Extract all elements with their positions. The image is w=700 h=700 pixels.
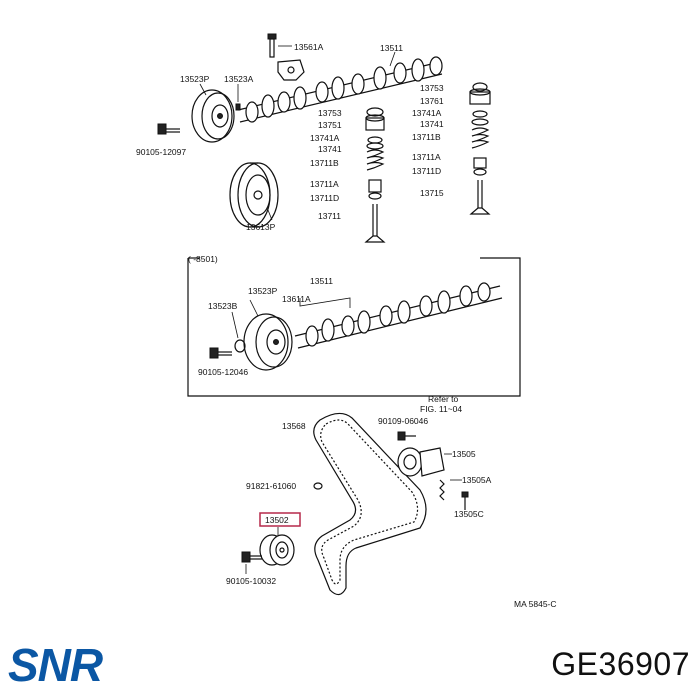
bolt-90105-12097 — [157, 123, 180, 135]
label-13711b-right: 13711B — [412, 132, 441, 142]
valve-stack-left — [364, 107, 386, 243]
label-13711-left: 13711 — [318, 211, 341, 221]
label-90109-06046: 90109-06046 — [378, 416, 428, 426]
label-13511-mid: 13511 — [310, 276, 333, 286]
label-13741-left: 13741 — [318, 144, 342, 154]
label-13613p: 13613P — [246, 222, 276, 232]
label-13711d-right: 13711D — [412, 166, 441, 176]
label-refer-to-1: Refer to — [428, 394, 459, 404]
label-13741-right: 13741 — [420, 119, 444, 129]
bolt-13561a — [267, 33, 292, 58]
bolt-90105-10032 — [241, 551, 262, 574]
label-refer-to-2: FIG. 11~04 — [420, 404, 462, 414]
label-13711d-left: 13711D — [310, 193, 339, 203]
pulley-13613p — [229, 162, 279, 228]
label-13715: 13715 — [420, 188, 444, 198]
camshaft-top — [237, 51, 443, 123]
sprocket-top — [191, 83, 241, 143]
label-13751-left: 13751 — [318, 120, 342, 130]
sprocket-middle — [243, 299, 293, 371]
tensioner-13505 — [397, 447, 452, 477]
valve-stack-right — [469, 82, 491, 215]
label-13753-left: 13753 — [318, 108, 342, 118]
label-13741a-right: 13741A — [412, 108, 442, 118]
washer-13523b — [231, 311, 246, 353]
label-13568: 13568 — [282, 421, 306, 431]
snr-logo: SNR — [8, 639, 104, 691]
spring-13505a — [439, 479, 462, 501]
label-13561a: 13561A — [294, 42, 324, 52]
label-13711b-left: 13711B — [310, 158, 339, 168]
variant-box — [187, 257, 521, 397]
label-13505a: 13505A — [462, 475, 492, 485]
ring-91821-61060 — [313, 482, 323, 490]
highlight-box-13502 — [259, 512, 301, 527]
part-number: GE36907 — [551, 646, 690, 682]
label-13711a-left: 13711A — [310, 179, 339, 189]
label-13611a: 13611A — [282, 294, 311, 304]
label-13753-right: 13753 — [420, 83, 444, 93]
label-13511-top: 13511 — [380, 43, 403, 53]
label-13505: 13505 — [452, 449, 476, 459]
label-13523a: 13523A — [224, 74, 254, 84]
bearing-cap — [277, 59, 305, 81]
label-13741a-left: 13741A — [310, 133, 340, 143]
label-90105-10032: 90105-10032 — [226, 576, 276, 586]
label-13505c: 13505C — [454, 509, 484, 519]
snr-logo-text: SNR — [8, 639, 103, 691]
label-91821-61060: 91821-61060 — [246, 481, 296, 491]
label-13523p-top: 13523P — [180, 74, 210, 84]
label-diagram-code: MA 5845-C — [514, 599, 557, 609]
label-13761: 13761 — [420, 96, 444, 106]
idler-pulley-13502 — [259, 534, 295, 566]
stud-13505c — [461, 491, 469, 510]
label-13523p-mid: 13523P — [248, 286, 278, 296]
bolt-90105-12046 — [209, 347, 232, 359]
label-90105-12046: 90105-12046 — [198, 367, 248, 377]
label-range: ( -8501) — [188, 254, 218, 264]
label-13523b: 13523B — [208, 301, 238, 311]
bolt-90109-06046 — [397, 431, 416, 441]
camshaft-middle — [294, 282, 503, 349]
label-13502: 13502 — [265, 515, 289, 525]
label-13711a-right: 13711A — [412, 152, 441, 162]
timing-belt — [313, 412, 427, 596]
label-90105-12097: 90105-12097 — [136, 147, 186, 157]
